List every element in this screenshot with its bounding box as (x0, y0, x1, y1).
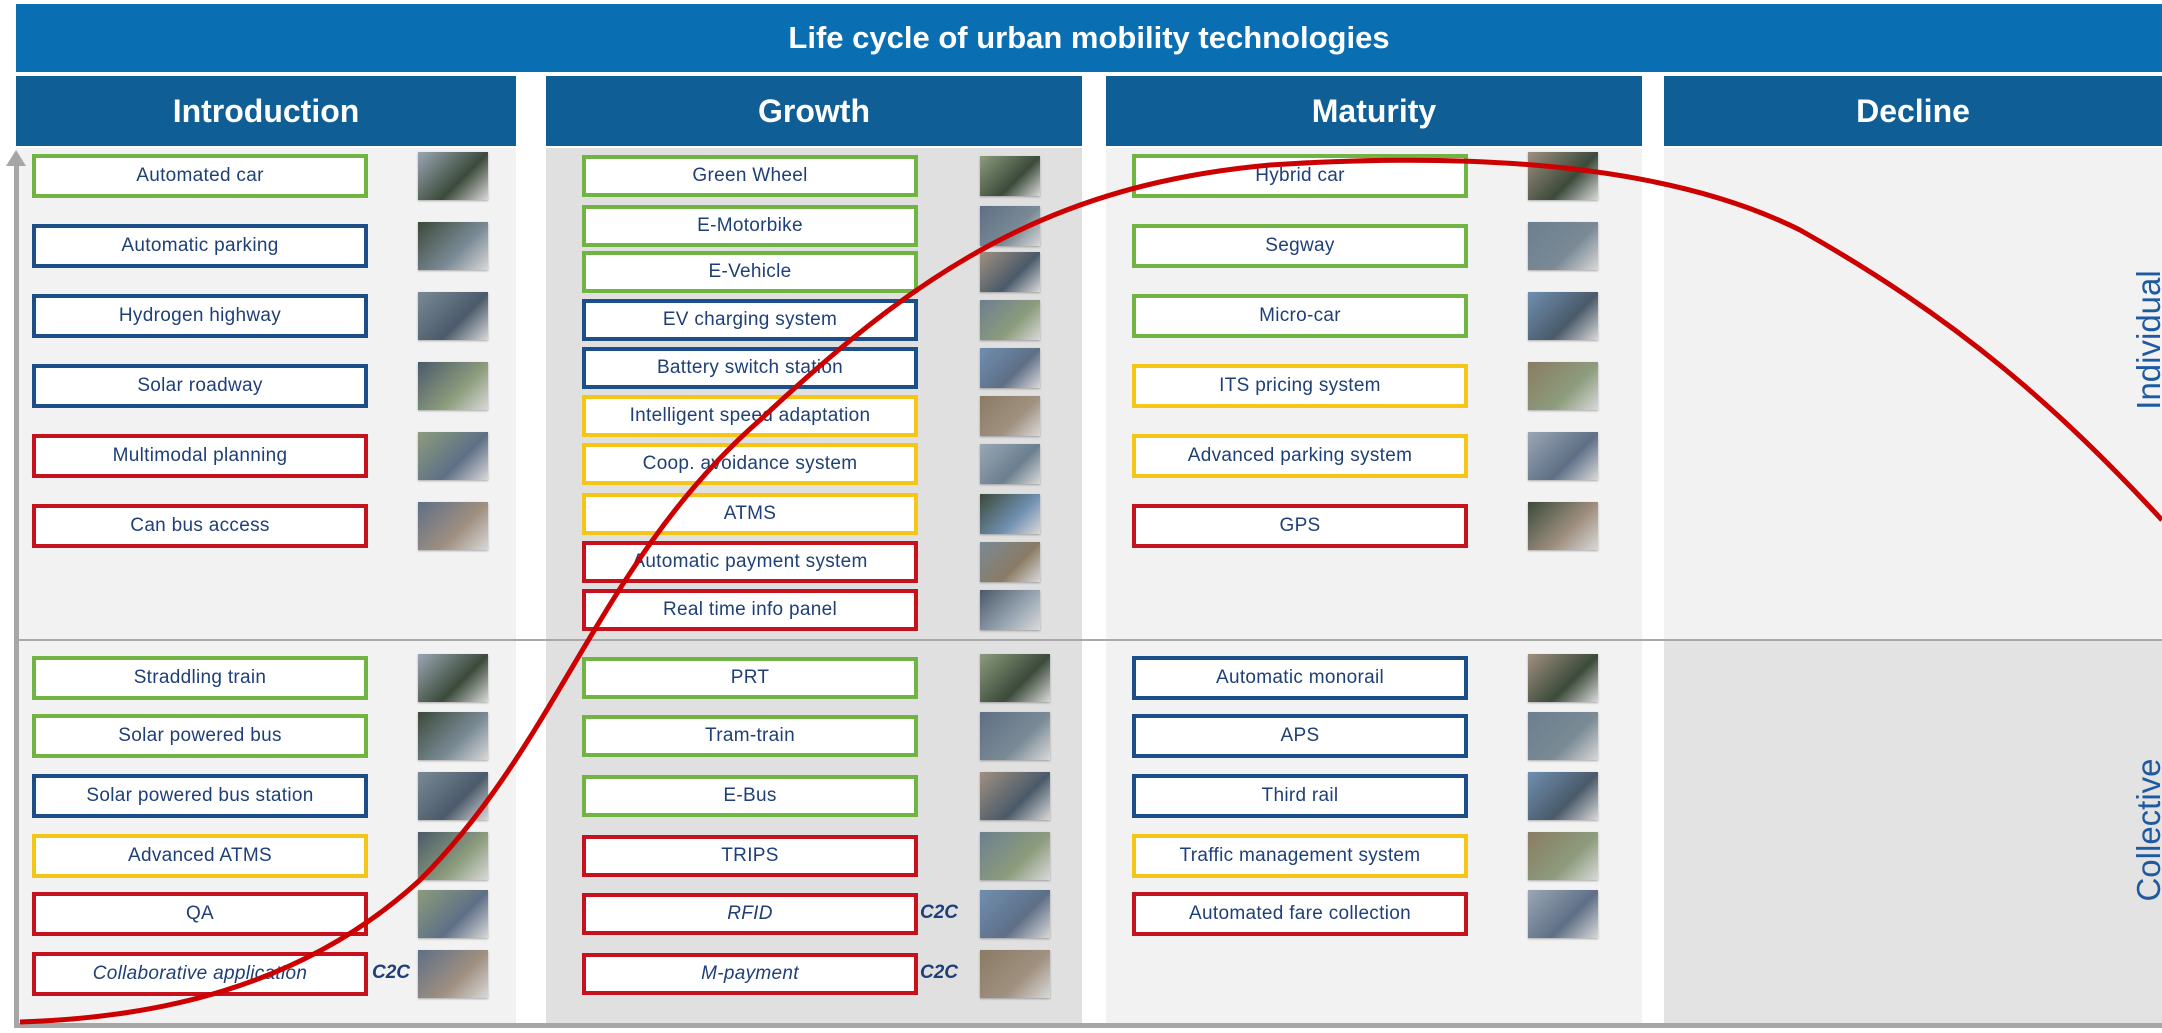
growth-individual-technology-box: Intelligent speed adaptation (582, 395, 918, 437)
growth-individual-technology-box: Automatic payment system (582, 541, 918, 583)
segment-label-individual: Individual (2130, 270, 2162, 410)
introduction-individual-technology-box: Solar roadway (32, 364, 368, 408)
growth-individual-technology-box: ATMS (582, 493, 918, 535)
maturity-collective-technology-photo (1528, 890, 1598, 938)
phase-maturity-header: Maturity (1106, 76, 1642, 146)
growth-individual-technology-photo (980, 590, 1040, 630)
introduction-collective-technology-box: QA (32, 892, 368, 936)
maturity-collective-technology-box: Automated fare collection (1132, 892, 1468, 936)
maturity-collective-technology-photo (1528, 654, 1598, 702)
growth-collective-technology-box: RFID (582, 893, 918, 935)
growth-collective-technology-box: TRIPS (582, 835, 918, 877)
c2c-label: C2C (920, 902, 959, 923)
phase-decline-header: Decline (1664, 76, 2162, 146)
growth-individual-technology-photo (980, 542, 1040, 582)
introduction-collective-technology-box: Straddling train (32, 656, 368, 700)
growth-collective-technology-photo (980, 890, 1050, 938)
growth-individual-technology-box: Green Wheel (582, 155, 918, 197)
growth-individual-technology-photo (980, 444, 1040, 484)
maturity-individual-technology-photo (1528, 432, 1598, 480)
introduction-individual-technology-box: Can bus access (32, 504, 368, 548)
diagram-title: Life cycle of urban mobility technologie… (16, 4, 2162, 72)
growth-collective-technology-photo (980, 832, 1050, 880)
growth-individual-technology-photo (980, 396, 1040, 436)
maturity-individual-technology-box: Segway (1132, 224, 1468, 268)
growth-individual-technology-box: EV charging system (582, 299, 918, 341)
growth-individual-technology-box: Coop. avoidance system (582, 443, 918, 485)
growth-individual-technology-box: E-Vehicle (582, 251, 918, 293)
growth-collective-technology-photo (980, 712, 1050, 760)
introduction-individual-technology-photo (418, 222, 488, 270)
maturity-collective-technology-photo (1528, 712, 1598, 760)
maturity-individual-technology-box: Advanced parking system (1132, 434, 1468, 478)
introduction-individual-technology-photo (418, 502, 488, 550)
maturity-collective-technology-photo (1528, 772, 1598, 820)
phase-growth-header: Growth (546, 76, 1082, 146)
introduction-collective-technology-photo (418, 712, 488, 760)
c2c-label: C2C (372, 962, 411, 983)
growth-individual-technology-photo (980, 494, 1040, 534)
introduction-collective-technology-box: Advanced ATMS (32, 834, 368, 878)
segment-divider (16, 639, 2162, 641)
growth-collective-technology-box: PRT (582, 657, 918, 699)
introduction-individual-technology-photo (418, 362, 488, 410)
growth-collective-technology-box: Tram-train (582, 715, 918, 757)
introduction-collective-technology-box: Solar powered bus (32, 714, 368, 758)
c2c-label: C2C (920, 962, 959, 983)
introduction-individual-technology-box: Automated car (32, 154, 368, 198)
growth-individual-technology-box: Battery switch station (582, 347, 918, 389)
maturity-individual-technology-box: GPS (1132, 504, 1468, 548)
introduction-collective-technology-photo (418, 654, 488, 702)
y-axis-arrowhead (6, 150, 26, 166)
x-axis (14, 1023, 2162, 1028)
maturity-individual-technology-photo (1528, 222, 1598, 270)
introduction-individual-technology-photo (418, 292, 488, 340)
growth-individual-technology-photo (980, 348, 1040, 388)
maturity-collective-technology-box: Automatic monorail (1132, 656, 1468, 700)
growth-collective-technology-box: E-Bus (582, 775, 918, 817)
growth-collective-technology-photo (980, 950, 1050, 998)
maturity-collective-technology-box: Traffic management system (1132, 834, 1468, 878)
maturity-individual-technology-box: ITS pricing system (1132, 364, 1468, 408)
maturity-collective-technology-box: Third rail (1132, 774, 1468, 818)
growth-individual-technology-photo (980, 252, 1040, 292)
maturity-individual-technology-photo (1528, 152, 1598, 200)
growth-collective-technology-box: M-payment (582, 953, 918, 995)
growth-individual-technology-photo (980, 300, 1040, 340)
growth-individual-technology-box: E-Motorbike (582, 205, 918, 247)
introduction-collective-technology-photo (418, 832, 488, 880)
introduction-collective-technology-photo (418, 890, 488, 938)
introduction-individual-technology-photo (418, 432, 488, 480)
introduction-collective-technology-box: Collaborative application (32, 952, 368, 996)
y-axis (14, 162, 19, 1028)
introduction-individual-technology-box: Automatic parking (32, 224, 368, 268)
maturity-individual-technology-photo (1528, 292, 1598, 340)
maturity-collective-technology-box: APS (1132, 714, 1468, 758)
introduction-individual-technology-box: Hydrogen highway (32, 294, 368, 338)
decline-collective-bg (1664, 641, 2162, 1028)
introduction-collective-technology-photo (418, 950, 488, 998)
maturity-collective-technology-photo (1528, 832, 1598, 880)
growth-individual-technology-box: Real time info panel (582, 589, 918, 631)
segment-label-collective: Collective (2130, 758, 2162, 902)
growth-individual-technology-photo (980, 156, 1040, 196)
introduction-collective-technology-photo (418, 772, 488, 820)
phase-introduction-header: Introduction (16, 76, 516, 146)
growth-collective-technology-photo (980, 772, 1050, 820)
introduction-individual-technology-photo (418, 152, 488, 200)
growth-individual-technology-photo (980, 206, 1040, 246)
introduction-collective-technology-box: Solar powered bus station (32, 774, 368, 818)
maturity-individual-technology-photo (1528, 502, 1598, 550)
maturity-individual-technology-photo (1528, 362, 1598, 410)
maturity-individual-technology-box: Hybrid car (1132, 154, 1468, 198)
maturity-individual-technology-box: Micro-car (1132, 294, 1468, 338)
introduction-individual-technology-box: Multimodal planning (32, 434, 368, 478)
growth-collective-technology-photo (980, 654, 1050, 702)
